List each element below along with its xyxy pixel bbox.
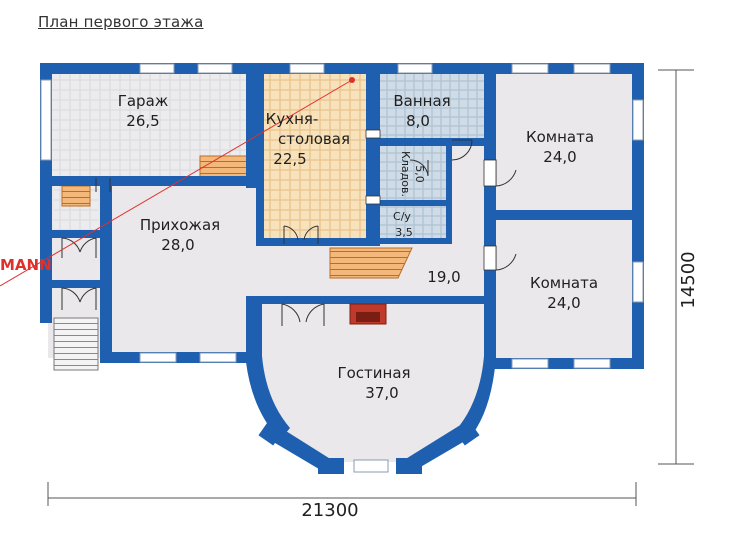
- room1-name: Комната: [526, 128, 594, 146]
- width-dimension: 21300: [301, 500, 358, 521]
- height-dimension: 14500: [678, 251, 699, 308]
- wc-area: 3,5: [395, 226, 413, 239]
- kitchen-name-1: Кухня-: [266, 110, 319, 128]
- dimension-lines: [47, 69, 694, 506]
- corridor-area: 19,0: [427, 268, 460, 286]
- kitchen-area: 22,5: [273, 150, 306, 168]
- plan-title: План первого этажа: [38, 13, 204, 31]
- pantry-area: 5,0: [413, 165, 426, 183]
- hall-name: Прихожая: [140, 216, 220, 234]
- pantry-name: Кладов.: [399, 151, 412, 197]
- room2-name: Комната: [530, 274, 598, 292]
- bath-area: 8,0: [406, 112, 430, 130]
- red-line: [0, 79, 353, 287]
- room-labels: Гараж 26,5 Кухня- столовая 22,5 Ванная 8…: [118, 92, 598, 402]
- kitchen-name-2: столовая: [278, 130, 350, 148]
- bath-name: Ванная: [393, 92, 450, 110]
- windows: [40, 63, 644, 473]
- room2-area: 24,0: [547, 294, 580, 312]
- room1-area: 24,0: [543, 148, 576, 166]
- hall-area: 28,0: [161, 236, 194, 254]
- living-area: 37,0: [365, 384, 398, 402]
- living-name: Гостиная: [337, 364, 410, 382]
- garage-name: Гараж: [118, 92, 169, 110]
- wc-name: С/у: [393, 210, 411, 223]
- garage-area: 26,5: [126, 112, 159, 130]
- brand-logo-text: MANN: [0, 256, 52, 274]
